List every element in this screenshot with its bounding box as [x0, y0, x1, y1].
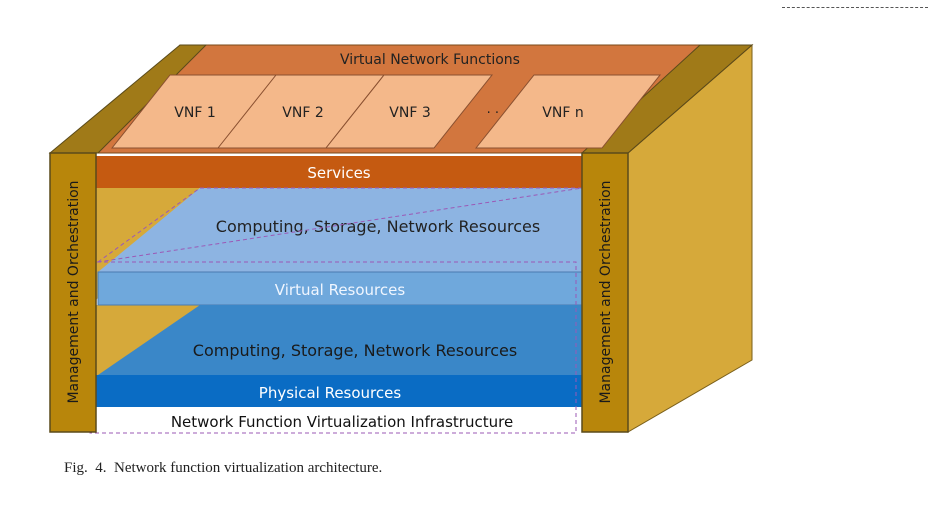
nfvi-label: Network Function Virtualization Infrastr…: [171, 413, 513, 431]
virtual-pool-label: Computing, Storage, Network Resources: [216, 217, 540, 236]
vnf-2-label: VNF 2: [282, 105, 323, 121]
left-mano-pillar: [49, 152, 97, 433]
right-mano-pillar: [581, 152, 629, 433]
vnf-1-label: VNF 1: [174, 105, 215, 121]
services-band: [96, 156, 582, 188]
nfvi-band: [96, 407, 582, 435]
figure-caption: Fig. 4. Network function virtualization …: [64, 460, 383, 476]
right-mano-label: Management and Orchestration: [598, 180, 614, 403]
physical-resources-label: Physical Resources: [259, 384, 402, 402]
physical-resources-band: [96, 375, 582, 407]
top-label: Virtual Network Functions: [340, 52, 520, 68]
vnf-n-label: VNF n: [542, 105, 583, 121]
left-mano-label: Management and Orchestration: [66, 180, 82, 403]
physical-pool-label: Computing, Storage, Network Resources: [193, 341, 517, 360]
vnf-3: VNF 3: [324, 74, 494, 149]
top-right-dashed-rule: [782, 7, 928, 8]
virtual-dashed-outline: [97, 187, 583, 263]
virtual-pool-slab: [98, 188, 582, 272]
services-label: Services: [307, 164, 370, 182]
virtual-resources-label: Virtual Resources: [275, 281, 406, 299]
vnf-n: VNF n: [474, 74, 662, 149]
vnf-3-label: VNF 3: [389, 105, 430, 121]
physical-pool-slab: [98, 305, 582, 375]
